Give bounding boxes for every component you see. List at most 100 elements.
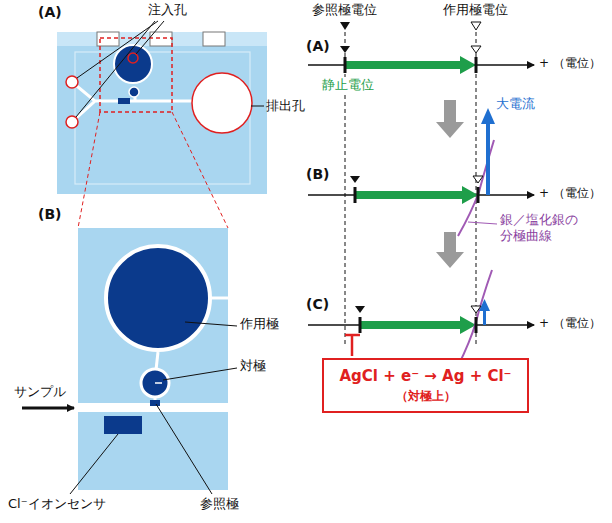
- part-label: サンプル: [14, 384, 66, 400]
- reference-electrode: [150, 400, 160, 406]
- reaction-note: （対極上）: [338, 388, 513, 405]
- axis-label: 作用極電位: [443, 2, 508, 18]
- leader-line: [163, 368, 237, 380]
- panel-letter: (A): [306, 38, 330, 56]
- potential-label: 静止電位: [322, 77, 374, 93]
- zoom-box: [78, 38, 228, 228]
- current-label: 大電流: [496, 96, 535, 112]
- current-arrow: [481, 108, 495, 124]
- inlet-holes: [66, 76, 78, 128]
- leader-line: [156, 404, 212, 494]
- counter-electrode: [141, 369, 169, 397]
- inlet-holes: [66, 116, 78, 128]
- potential-tick: [344, 57, 347, 73]
- part-label: Cl⁻イオンセンサ: [8, 496, 106, 512]
- leader-line: [70, 434, 118, 494]
- potential-marker: [340, 22, 350, 30]
- potential-tick: [340, 46, 350, 53]
- potential-tick: [471, 46, 481, 53]
- chip-channels: [72, 82, 200, 122]
- sample-arrow: [22, 408, 74, 409]
- polarization-curve: [458, 270, 492, 366]
- chip-body: [57, 32, 267, 194]
- leader-line: [77, 21, 158, 78]
- curve-label: 銀／塩化銀の 分極曲線: [500, 212, 588, 245]
- working-electrode: [106, 246, 210, 350]
- part-label: 注入孔: [148, 2, 187, 18]
- step-arrow: [436, 232, 464, 268]
- potential-tick: [475, 317, 478, 333]
- axis-unit: + （電位）: [539, 316, 601, 331]
- leader-line: [468, 222, 497, 224]
- panel-letter: (B): [306, 166, 329, 184]
- counter-electrode: [141, 369, 169, 397]
- reaction-box: AgCl + e⁻ → Ag + Cl⁻（対極上）: [322, 358, 529, 413]
- step-arrow: [436, 100, 464, 268]
- chip-body: [203, 32, 225, 46]
- leader-line: [251, 106, 264, 107]
- current-arrow: [479, 108, 495, 325]
- guide-line: [476, 32, 477, 345]
- potential-tick: [471, 306, 481, 313]
- zoom-box: [172, 112, 228, 228]
- current-arrow: [479, 299, 490, 311]
- working-electrode-small: [129, 87, 139, 97]
- potential-tick: [350, 176, 360, 183]
- leader-line: [468, 222, 497, 224]
- leader-line: [70, 322, 237, 494]
- potential-tick: [355, 306, 365, 313]
- axis-unit: + （電位）: [539, 56, 601, 71]
- potential-tick: [359, 317, 362, 333]
- rest-potential-arrow: [355, 186, 478, 204]
- zoom-box: [78, 112, 100, 228]
- potential-tick: [477, 187, 480, 203]
- outlet-hole: [192, 73, 252, 133]
- outlet-hole: [192, 73, 252, 133]
- potential-marker: [340, 22, 481, 30]
- part-label: 参照極: [200, 496, 239, 512]
- panel-letter: (C): [306, 296, 329, 314]
- rest-potential-arrow: [345, 56, 476, 74]
- sample-arrow: [22, 407, 74, 410]
- leader-line: [185, 322, 237, 326]
- potential-tick: [354, 187, 357, 203]
- chloride-sensor: [104, 416, 142, 434]
- panel-letter: (B): [38, 206, 61, 224]
- step-arrow: [436, 100, 464, 138]
- shift-mark: [351, 335, 354, 356]
- zoom-panel: [78, 228, 228, 490]
- rest-potential-arrow: [345, 56, 478, 334]
- zoom-panel: [78, 228, 228, 490]
- shift-mark: [345, 335, 360, 356]
- reference-electrode: [155, 382, 162, 384]
- chip-channels: [72, 82, 200, 122]
- potential-axis: [308, 65, 534, 325]
- potential-tick: [475, 57, 478, 73]
- panel-letter: (A): [38, 4, 62, 22]
- chip-channels: [118, 98, 130, 104]
- reaction-equation: AgCl + e⁻ → Ag + Cl⁻: [338, 366, 513, 388]
- inlet-holes: [66, 76, 78, 88]
- chip-body: [57, 32, 267, 46]
- working-electrode-small: [128, 53, 138, 63]
- part-label: 作用極: [240, 316, 279, 332]
- working-electrode: [106, 246, 210, 350]
- leader-line: [76, 21, 264, 117]
- rest-potential-arrow: [360, 316, 476, 334]
- leader-line: [136, 21, 164, 54]
- part-label: 排出孔: [266, 98, 305, 114]
- axis-unit: + （電位）: [539, 186, 601, 201]
- working-electrode-small: [114, 45, 152, 97]
- current-arrow: [486, 122, 490, 195]
- axis-label: 参照極電位: [312, 2, 377, 18]
- chip-body: [57, 32, 267, 194]
- current-arrow: [483, 309, 486, 325]
- zoom-panel: [156, 352, 158, 370]
- leader-line: [76, 21, 155, 117]
- potential-marker: [471, 22, 481, 30]
- potential-tick: [473, 176, 483, 183]
- reference-electrode: [150, 383, 162, 406]
